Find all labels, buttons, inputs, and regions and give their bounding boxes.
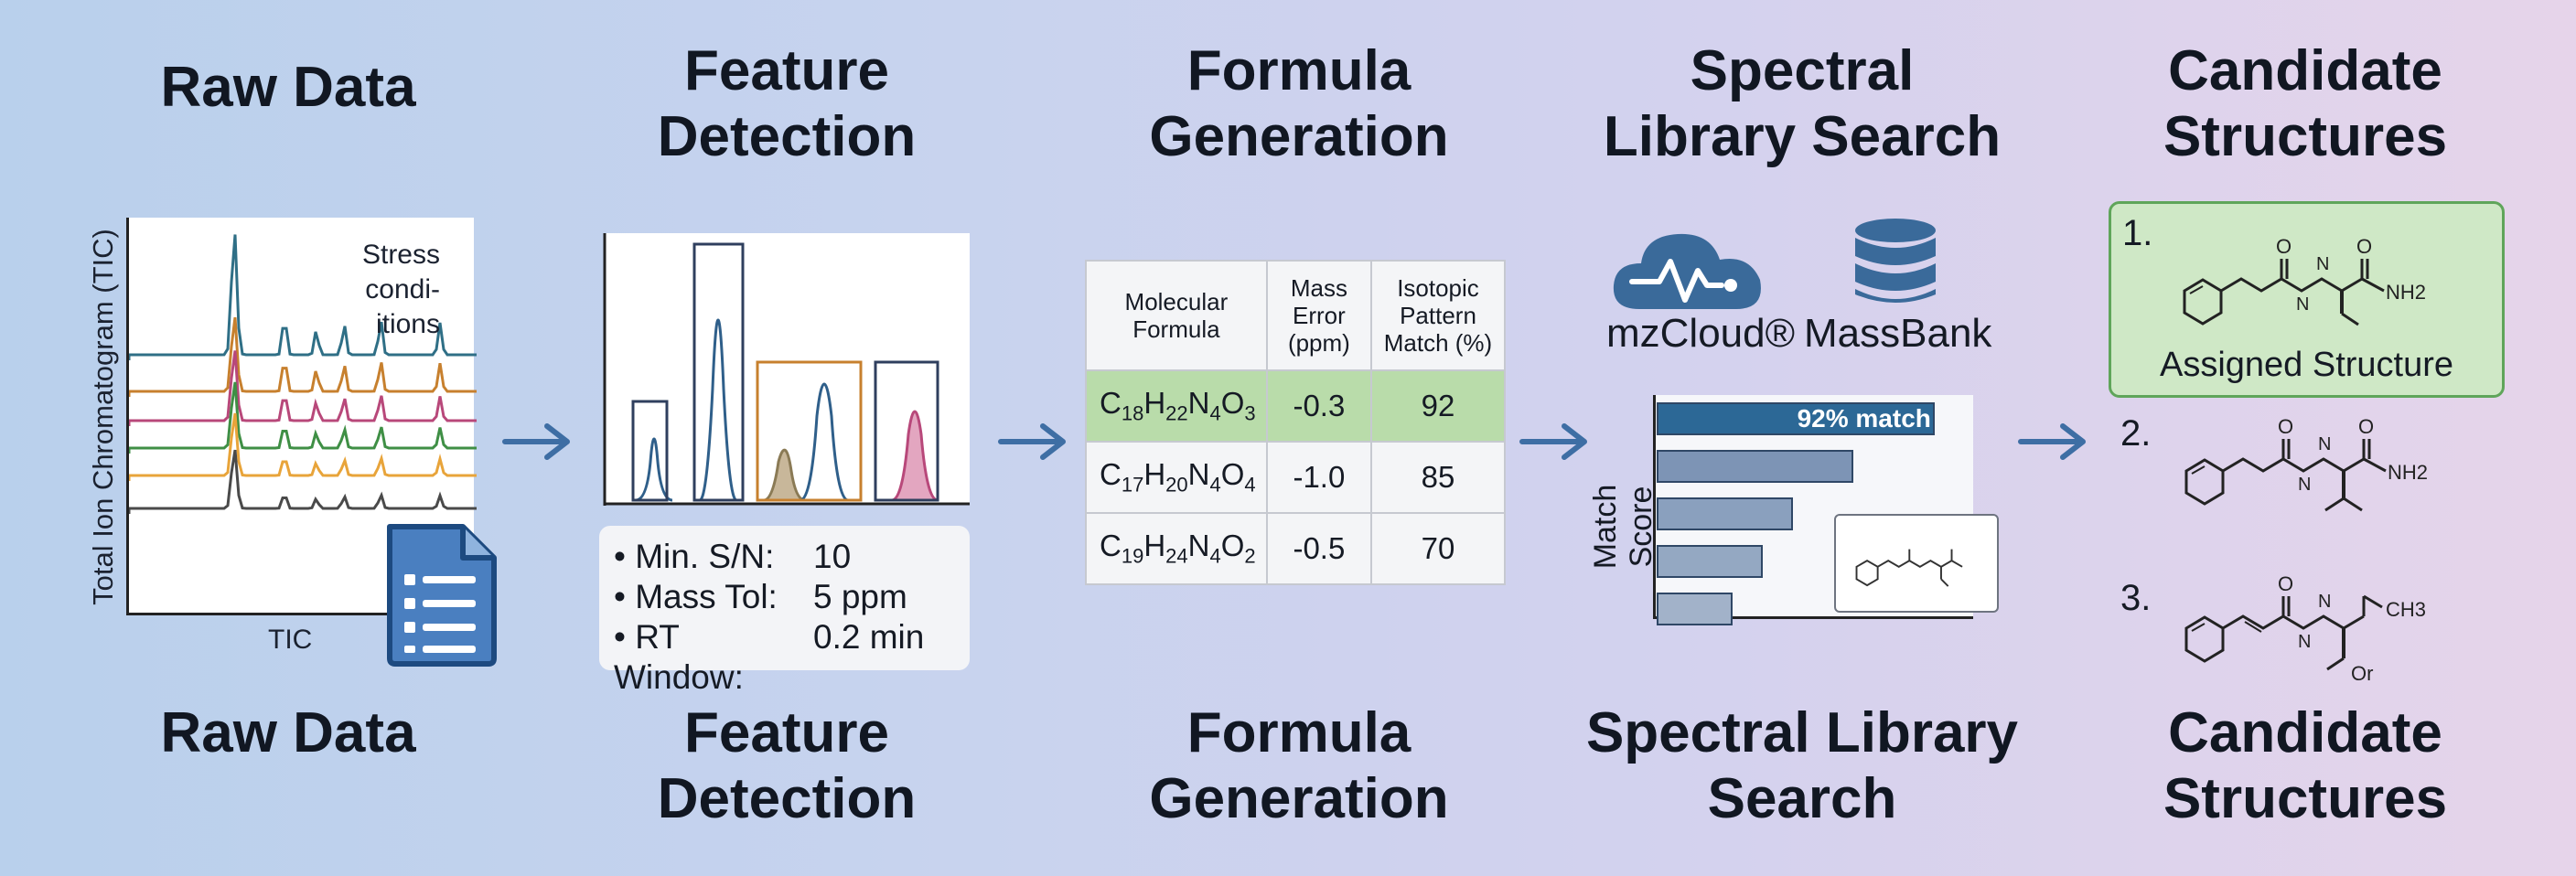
massbank-label: MassBank bbox=[1804, 311, 1992, 356]
isotopic-match-cell: 85 bbox=[1369, 441, 1507, 514]
svg-text:N: N bbox=[2318, 592, 2331, 612]
param-row: • Mass Tol:5 ppm bbox=[614, 578, 907, 615]
molecule-structure: O N N CH3 Or bbox=[2184, 572, 2426, 685]
feature-detection-plot bbox=[603, 233, 970, 506]
mass-error-cell: -1.0 bbox=[1265, 441, 1372, 514]
title-candidate-structures: Candidate Structures bbox=[2163, 39, 2448, 168]
match-score-bar bbox=[1657, 497, 1793, 530]
match-score-chart: Match Score 92% match bbox=[1588, 395, 1980, 625]
chromatogram-plot: Stress condi- itions bbox=[126, 218, 477, 615]
title-spectral-library-search: Spectral Library Search bbox=[1603, 39, 2002, 168]
chromatogram-trace bbox=[127, 234, 477, 360]
top-match-label: 92% match bbox=[1797, 404, 1931, 433]
candidate-number: 1. bbox=[2122, 213, 2153, 253]
molecule-structure: O N N O NH2 bbox=[2183, 235, 2426, 326]
arrow-right-icon bbox=[2018, 423, 2086, 460]
svg-text:NH2: NH2 bbox=[2388, 461, 2428, 484]
formula-table: Molecular Formula Mass Error (ppm) Isoto… bbox=[1085, 260, 1507, 585]
chromatogram-y-label: Total Ion Chromatogram (TIC) bbox=[87, 229, 119, 605]
svg-text:O: O bbox=[2358, 415, 2374, 438]
svg-text:Or: Or bbox=[2351, 662, 2373, 685]
column-header: Molecular Formula bbox=[1085, 260, 1268, 371]
mass-error-cell: -0.3 bbox=[1265, 369, 1372, 443]
molecule-structure: O N N O NH2 bbox=[2184, 415, 2428, 512]
title-feature-detection: Feature Detection bbox=[657, 39, 917, 168]
chromatogram-trace bbox=[127, 412, 477, 481]
caption-candidate-structures: Candidate Structures bbox=[2163, 701, 2448, 830]
svg-text:CH3: CH3 bbox=[2386, 598, 2426, 621]
arrow-right-icon bbox=[1519, 423, 1587, 460]
match-score-bar bbox=[1657, 450, 1853, 483]
isotopic-match-cell: 92 bbox=[1369, 369, 1507, 443]
column-header: Mass Error (ppm) bbox=[1265, 260, 1372, 371]
caption-feature-detection: Feature Detection bbox=[657, 701, 917, 830]
svg-text:O: O bbox=[2278, 572, 2293, 595]
massbank-database-icon bbox=[1855, 219, 1936, 303]
chromatogram-trace bbox=[127, 381, 477, 454]
chromatogram-x-label: TIC bbox=[268, 625, 313, 655]
chromatogram-trace bbox=[127, 350, 477, 426]
svg-text:N: N bbox=[2298, 632, 2311, 652]
match-score-bar bbox=[1657, 593, 1733, 625]
feature-detection-params: • Min. S/N:10 • Mass Tol:5 ppm • RT Wind… bbox=[599, 526, 970, 696]
formula-cell: C17H20N4O4 bbox=[1085, 441, 1268, 514]
title-raw-data: Raw Data bbox=[160, 56, 416, 119]
param-row: • RT Window:0.2 min bbox=[614, 618, 925, 696]
caption-raw-data: Raw Data bbox=[160, 701, 416, 764]
caption-formula-generation: Formula Generation bbox=[1149, 701, 1449, 830]
candidate-1-card[interactable]: 1. O N N O NH2 Assigned Structure bbox=[2109, 201, 2505, 398]
match-score-bar bbox=[1657, 545, 1763, 578]
mzcloud-logo-icon bbox=[1613, 233, 1761, 309]
arrow-right-icon bbox=[502, 423, 570, 460]
assigned-structure-caption: Assigned Structure bbox=[2159, 346, 2454, 384]
svg-text:NH2: NH2 bbox=[2386, 281, 2426, 304]
chromatogram-traces bbox=[127, 234, 477, 514]
mass-error-cell: -0.5 bbox=[1265, 512, 1372, 585]
arrow-right-icon bbox=[998, 423, 1066, 460]
param-row: • Min. S/N:10 bbox=[614, 538, 852, 575]
candidate-number: 2. bbox=[2120, 413, 2152, 454]
mzcloud-label: mzCloud® bbox=[1606, 311, 1796, 356]
svg-text:O: O bbox=[2276, 235, 2292, 258]
column-header: Isotopic Pattern Match (%) bbox=[1369, 260, 1507, 371]
chromatogram-panel: Total Ion Chromatogram (TIC) Stress cond… bbox=[80, 218, 497, 667]
document-list-icon bbox=[387, 524, 497, 667]
isotopic-match-cell: 70 bbox=[1369, 512, 1507, 585]
svg-text:N: N bbox=[2316, 254, 2329, 274]
chromatogram-trace bbox=[127, 316, 477, 397]
title-formula-generation: Formula Generation bbox=[1149, 39, 1449, 168]
match-score-y-label: Match Score bbox=[1588, 484, 1658, 570]
svg-text:N: N bbox=[2318, 434, 2331, 454]
svg-text:N: N bbox=[2298, 475, 2311, 495]
formula-cell: C19H24N4O2 bbox=[1085, 512, 1268, 585]
chromatogram-annotation: Stress condi- itions bbox=[361, 240, 440, 339]
formula-cell: C18H22N4O3 bbox=[1085, 369, 1268, 443]
match-molecule-inset bbox=[1834, 514, 1999, 613]
svg-text:O: O bbox=[2356, 235, 2372, 258]
caption-spectral-library-search: Spectral Library Search bbox=[1585, 701, 2019, 830]
svg-text:N: N bbox=[2296, 294, 2309, 315]
match-score-bar bbox=[1657, 402, 1935, 435]
svg-text:O: O bbox=[2278, 415, 2293, 438]
chromatogram-trace bbox=[127, 449, 477, 514]
candidate-number: 3. bbox=[2120, 578, 2152, 618]
